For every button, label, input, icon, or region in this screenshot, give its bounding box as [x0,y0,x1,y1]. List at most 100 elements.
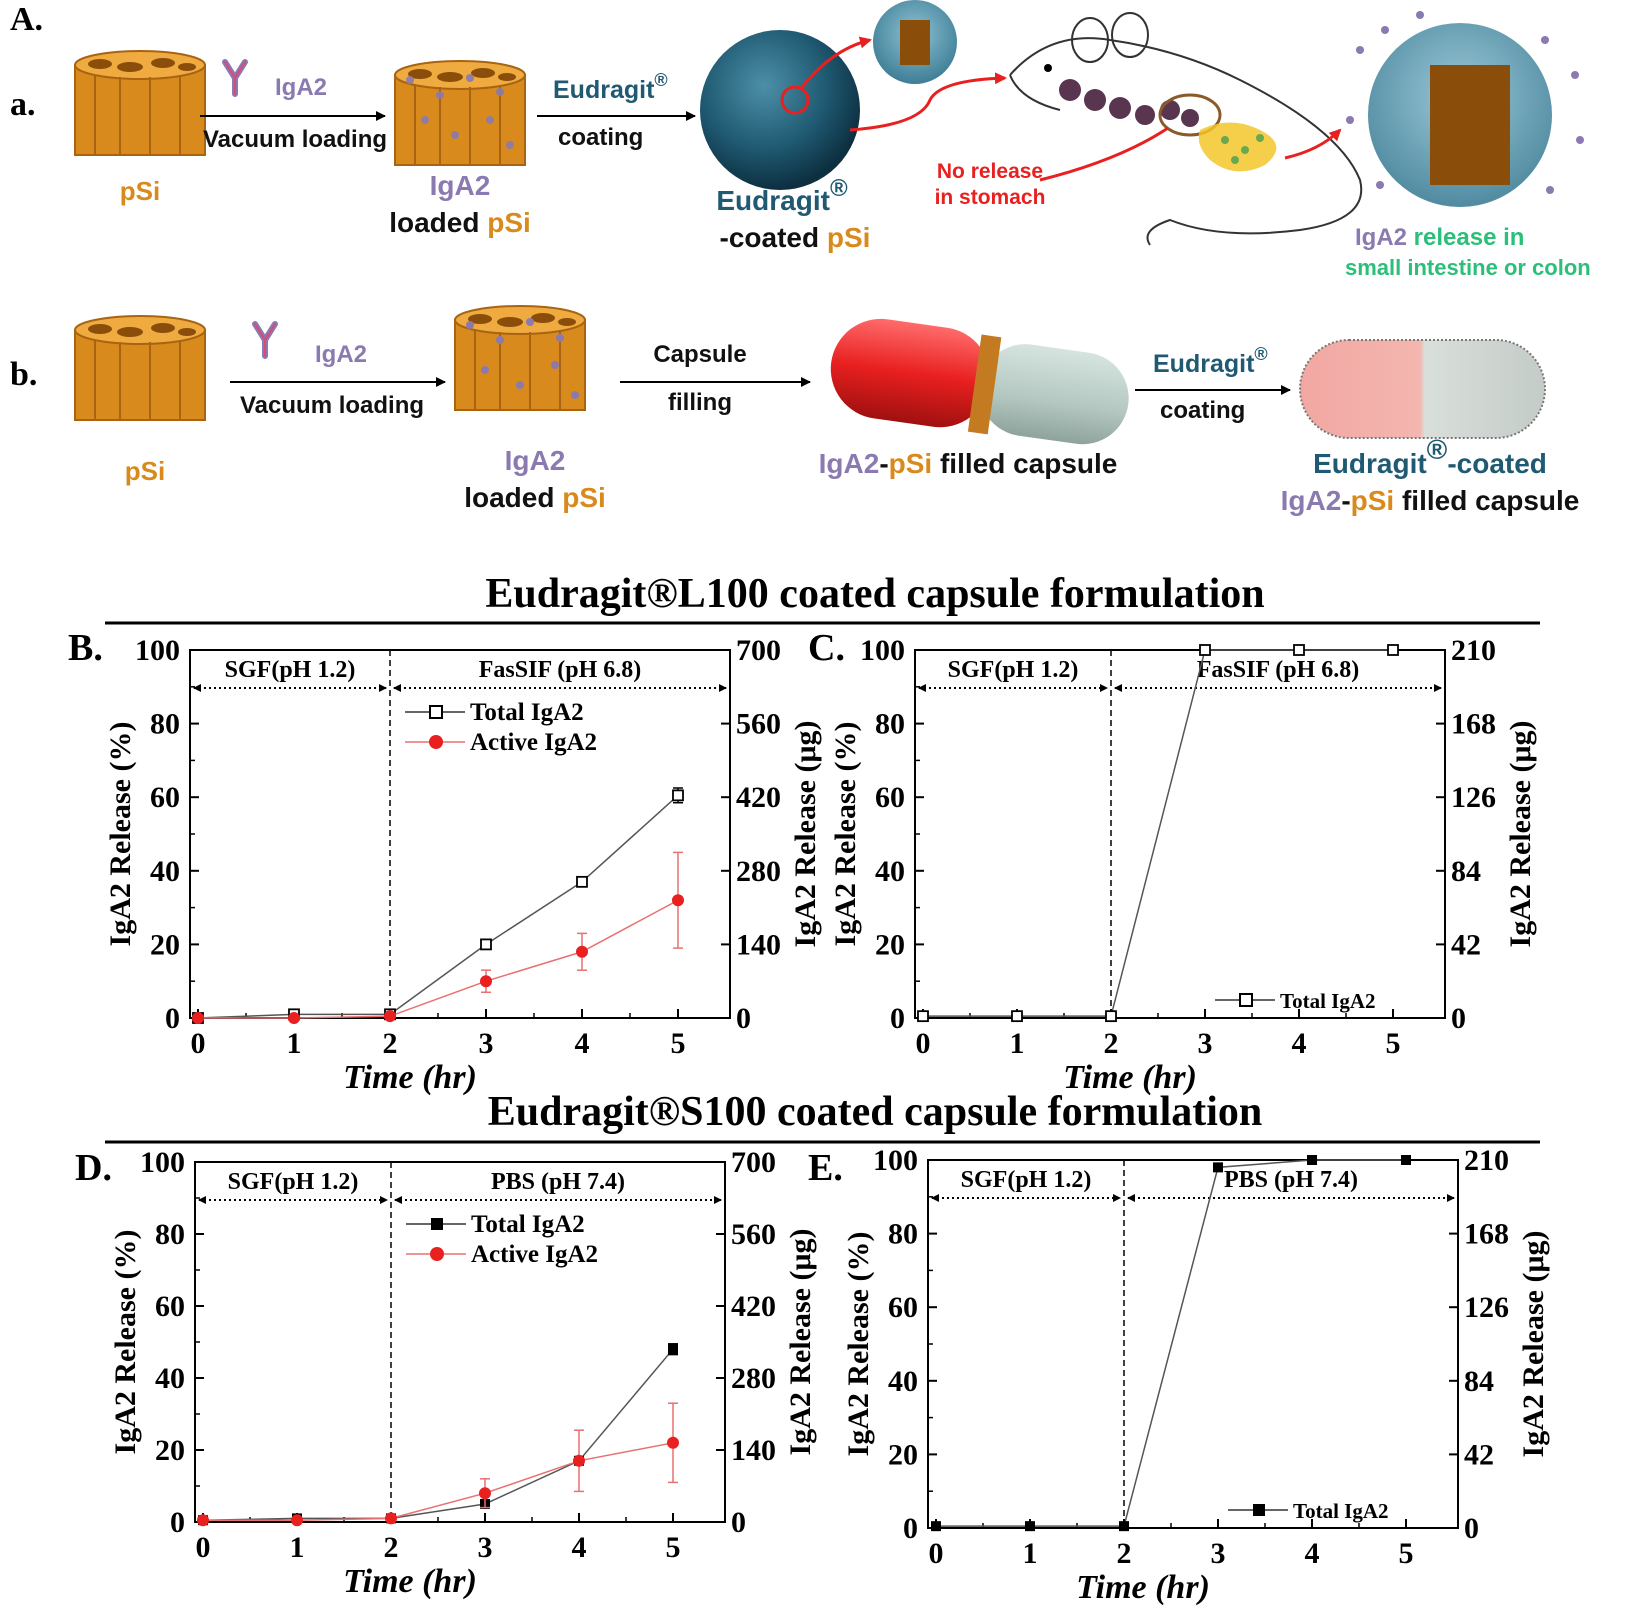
y-tick-label: 40 [875,855,905,888]
data-point [1387,644,1399,656]
series-1 [192,851,684,1024]
eudragit-label-b: Eudragit® [1153,344,1268,378]
release-in-word: release in [1407,224,1524,251]
legend-label: Total IgA2 [1293,1499,1389,1523]
y-tick-label: 80 [155,1218,185,1251]
x-tick-label: 0 [196,1531,211,1564]
release-iga2-word: IgA2 [1355,224,1407,251]
y-tick-label: 80 [150,708,180,741]
x-axis-label: Time (hr) [343,1059,477,1096]
data-point [1401,1155,1411,1165]
legend-marker [1239,993,1253,1007]
mouse-illustration [1009,12,1363,246]
x-tick-label: 4 [1305,1537,1320,1570]
y-tick-label: 40 [155,1362,185,1395]
x-tick-label: 3 [478,1531,493,1564]
y-tick-label: 40 [150,855,180,888]
coated-capsule-dash: - [1341,485,1350,516]
series-line [198,899,679,1019]
data-point [1307,1155,1317,1165]
data-point [1199,644,1211,656]
panel-letter-B: B. [68,627,103,669]
y-tick-label: 60 [155,1290,185,1323]
y2-tick-label: 168 [1464,1218,1509,1251]
y2-axis-label: IgA2 Release (μg) [784,1229,817,1456]
data-point [479,1487,491,1500]
y-tick-label: 0 [903,1512,918,1545]
series-line [203,1442,674,1521]
antibody-icon-b [255,324,275,356]
y2-tick-label: 210 [1451,634,1496,667]
loaded-label-line2-b: loaded pSi [464,482,606,513]
y-tick-label: 100 [135,634,180,667]
legend-marker [1253,1504,1265,1516]
y2-tick-label: 84 [1451,855,1481,888]
y-tick-label: 100 [860,634,905,667]
series-line [202,1348,674,1521]
coated-label-line1-a: Eudragit® [716,175,848,216]
legend: Total IgA2 [1215,989,1376,1013]
panel-letter-b: b. [10,356,37,393]
legend-marker [431,1218,443,1230]
y-tick-label: 20 [155,1434,185,1467]
y-axis-label: IgA2 Release (%) [104,722,137,947]
coated-word-a: -coated [720,222,827,253]
legend-label: Active IgA2 [471,1241,598,1268]
y-tick-label: 40 [888,1365,918,1398]
section-title-s100: Eudragit®S100 coated capsule formulation [488,1089,1263,1135]
data-point [573,1454,585,1467]
coated-label-line2-a: -coated pSi [720,222,871,253]
capsule-label: Capsule [653,341,746,368]
data-point [1105,1010,1117,1023]
released-sphere [1346,11,1584,207]
data-point [385,1512,397,1525]
data-point [480,938,492,951]
y2-tick-label: 560 [736,708,781,741]
plot-frame [194,1161,726,1523]
x-tick-label: 5 [1399,1537,1414,1570]
y2-tick-label: 0 [1451,1002,1466,1035]
coating-label-b: coating [1160,397,1245,424]
data-point [1213,1162,1223,1173]
data-point [668,1344,678,1355]
x-tick-label: 5 [666,1531,681,1564]
y2-tick-label: 126 [1451,781,1496,814]
y-tick-label: 100 [140,1146,185,1179]
no-release-line1: No release [937,160,1043,183]
psi-label-b: pSi [125,456,165,486]
y2-tick-label: 126 [1464,1291,1509,1324]
series-line [923,649,1393,1017]
x-tick-label: 2 [1104,1027,1119,1060]
data-point [288,1012,300,1024]
psi-illustration-a [74,50,206,156]
data-point [576,875,588,888]
y2-tick-label: 140 [736,928,781,961]
x-tick-label: 4 [575,1027,590,1060]
data-point [197,1514,209,1527]
legend-label: Active IgA2 [470,729,597,756]
x-tick-label: 2 [1117,1537,1132,1570]
loaded-psi-word-b: pSi [562,482,606,513]
x-tick-label: 3 [1211,1537,1226,1570]
y2-tick-label: 210 [1464,1144,1509,1177]
y-tick-label: 60 [150,781,180,814]
x-tick-label: 1 [1023,1537,1038,1570]
y-tick-label: 0 [170,1506,185,1539]
series-line [197,794,679,1019]
y2-tick-label: 42 [1451,928,1481,961]
data-point [672,894,684,907]
data-point [667,1436,679,1449]
loaded-word-b: loaded [464,482,562,513]
phase-label: PBS (pH 7.4) [491,1169,625,1195]
phase-label: SGF(pH 1.2) [961,1167,1092,1193]
y-tick-label: 60 [888,1291,918,1324]
data-point [291,1514,303,1527]
phase-label: SGF(pH 1.2) [225,657,356,683]
panel-letter-C: C. [808,627,845,669]
x-tick-label: 5 [1386,1027,1401,1060]
coated-capsule-coated-word: -coated [1447,448,1547,479]
loaded-word-a: loaded [389,207,487,238]
